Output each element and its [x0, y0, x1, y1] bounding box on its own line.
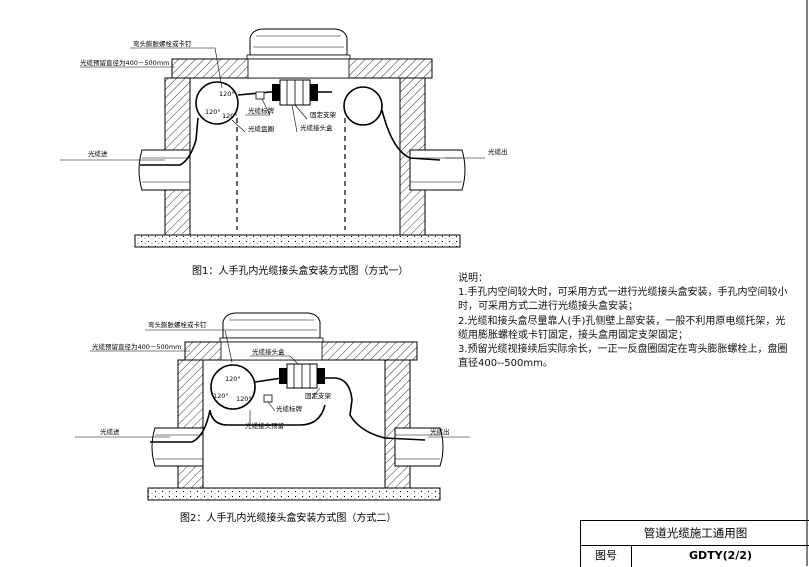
fig2-floor — [147, 487, 441, 501]
fig1-label-cable-in: 光缆进 — [88, 149, 108, 158]
fig1-label-bracket: 固定支架 — [310, 110, 337, 119]
fig2-splice-box — [279, 363, 325, 389]
fig1-left-pipe — [138, 149, 191, 191]
fig2-label-angle-c: 120° — [236, 395, 252, 403]
fig2-caption: 图2：人手孔内光缆接头盒安装方式图（方式二） — [180, 511, 396, 524]
fig2-left-pipe — [151, 427, 204, 467]
fig1-support-rails — [236, 118, 346, 230]
note-item: 2.光缆和接头盒尽量靠人(手)孔侧壁上部安装，一般不利用原电缆托架，光缆用膨胀螺… — [458, 315, 786, 341]
figure1-manhole — [60, 28, 485, 248]
fig2-label-bolt: 弯头膨胀螺栓或卡钉 — [148, 320, 207, 329]
fig2-top-slab — [184, 341, 418, 361]
drawing-title: 管道光缆施工通用图 — [581, 521, 809, 546]
drawing-number-label: 图号 — [581, 545, 632, 567]
fig2-leaders — [75, 329, 470, 438]
fig1-label-splice-box: 光缆接头盒 — [300, 123, 333, 132]
fig1-label-angle-a: 120° — [219, 90, 235, 98]
fig1-cable-coil-left — [195, 81, 239, 125]
fig2-label-cable-in: 光缆进 — [100, 427, 120, 436]
fig1-label-bolt: 弯头膨胀螺栓或卡钉 — [133, 39, 192, 48]
fig2-manhole-cover — [219, 312, 324, 343]
fig1-label-angle-c: 120° — [222, 112, 238, 120]
fig1-label-angle-b: 120° — [205, 108, 221, 116]
fig1-leaders — [60, 47, 485, 161]
fig1-splice-box — [272, 79, 318, 106]
fig2-right-wall — [384, 359, 411, 489]
fig1-floor — [134, 234, 461, 248]
title-block: 管道光缆施工通用图 图号 GDTY(2/2) — [580, 520, 809, 567]
fig1-top-slab — [171, 58, 433, 79]
fig2-label-coil-diameter: 光缆预留直径为400－500mm — [92, 342, 181, 351]
fig1-caption: 图1：人手孔内光缆接头盒安装方式图（方式一） — [192, 264, 408, 277]
fig1-label-tag — [255, 91, 265, 100]
fig1-cable-coil-right — [343, 86, 383, 126]
fig1-label-coil-diameter: 光缆预留直径为400－500mm — [80, 58, 169, 67]
fig1-label-tag-text: 光缆标牌 — [248, 106, 275, 115]
fig2-right-pipe — [394, 427, 444, 467]
note-item: 3.预留光缆视接续后实际余长，一正一反盘圈固定在弯头膨胀螺栓上，盘圈直径400-… — [458, 344, 788, 370]
fig1-manhole-cover — [246, 28, 351, 60]
drawing-number: GDTY(2/2) — [688, 549, 752, 562]
figure2-manhole — [75, 312, 470, 501]
fig1-label-coil: 光缆盘圈 — [248, 124, 274, 133]
fig2-label-reserve: 光缆接头预留 — [245, 421, 284, 430]
fig2-left-wall — [177, 359, 204, 489]
note-item: 1.手孔内空间较大时，可采用方式一进行光缆接头盒安装，手孔内空间较小时，可采用方… — [458, 287, 788, 313]
fig1-right-pipe — [409, 149, 466, 191]
fig2-label-cable-out: 光缆出 — [430, 427, 450, 436]
notes-heading: 说明： — [458, 273, 488, 284]
fig2-label-tag-text: 光缆标牌 — [276, 404, 303, 413]
fig2-cable-route — [150, 377, 426, 443]
fig2-label-angle-b: 120° — [213, 392, 229, 400]
notes-panel: 说明： 1.手孔内空间较大时，可采用方式一进行光缆接头盒安装，手孔内空间较小时，… — [458, 272, 788, 371]
fig2-label-splice-box: 光缆接头盒 — [252, 347, 285, 356]
fig2-cable-coil — [210, 364, 256, 410]
fig1-label-cable-out: 光缆出 — [488, 147, 508, 156]
fig2-label-bracket: 固定支架 — [305, 391, 332, 400]
fig2-label-angle-a: 120° — [225, 375, 241, 383]
fig2-label-tag — [263, 394, 273, 403]
